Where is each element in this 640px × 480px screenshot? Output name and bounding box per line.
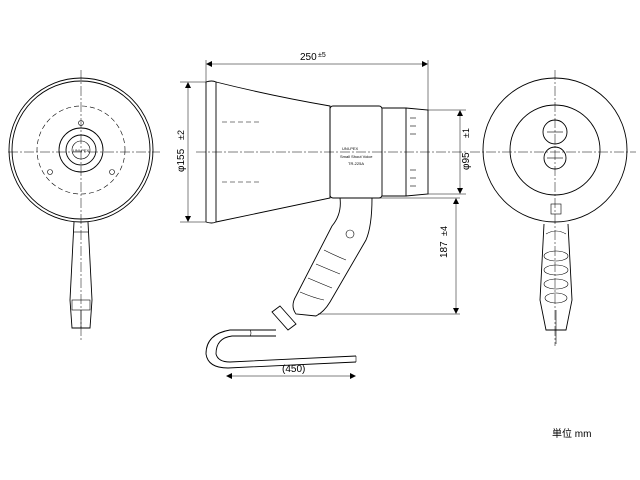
rear-grill-lines	[410, 117, 416, 187]
cord-length-value: (450)	[282, 364, 305, 375]
brand-label: UNI-PEX	[342, 146, 359, 151]
unit-label: 単位 mm	[552, 427, 591, 440]
side-view: UNI-PEX Small Shout Voice TR-225A	[196, 80, 468, 369]
height-tolerance: ±4	[439, 226, 449, 236]
rear-diameter-value: φ95	[461, 152, 472, 170]
horn-diameter-value: φ155	[176, 148, 187, 172]
dimension-horn-diameter: φ155 ±2	[176, 81, 206, 223]
height-value: 187	[439, 241, 450, 258]
dimension-height: 187 ±4	[318, 197, 460, 315]
dimension-rear-diameter: φ95 ±1	[428, 109, 472, 195]
horn-diameter-tolerance: ±2	[176, 130, 186, 140]
front-screws	[47, 120, 115, 175]
model-line-label: Small Shout Voice	[340, 154, 373, 159]
dimension-length: 250 ±5	[205, 52, 429, 110]
rear-view	[470, 70, 636, 346]
handle-grip-ribs	[299, 249, 347, 301]
front-logo-text: UNI-PEX	[73, 148, 90, 153]
rear-grip-rings	[543, 250, 569, 304]
rear-diameter-tolerance: ±1	[461, 128, 471, 138]
dimension-cord: (450)	[226, 364, 356, 379]
length-value: 250	[300, 52, 317, 63]
length-tolerance: ±5	[318, 52, 326, 59]
model-label: TR-225A	[348, 161, 364, 166]
front-view: UNI-PEX	[8, 70, 160, 340]
